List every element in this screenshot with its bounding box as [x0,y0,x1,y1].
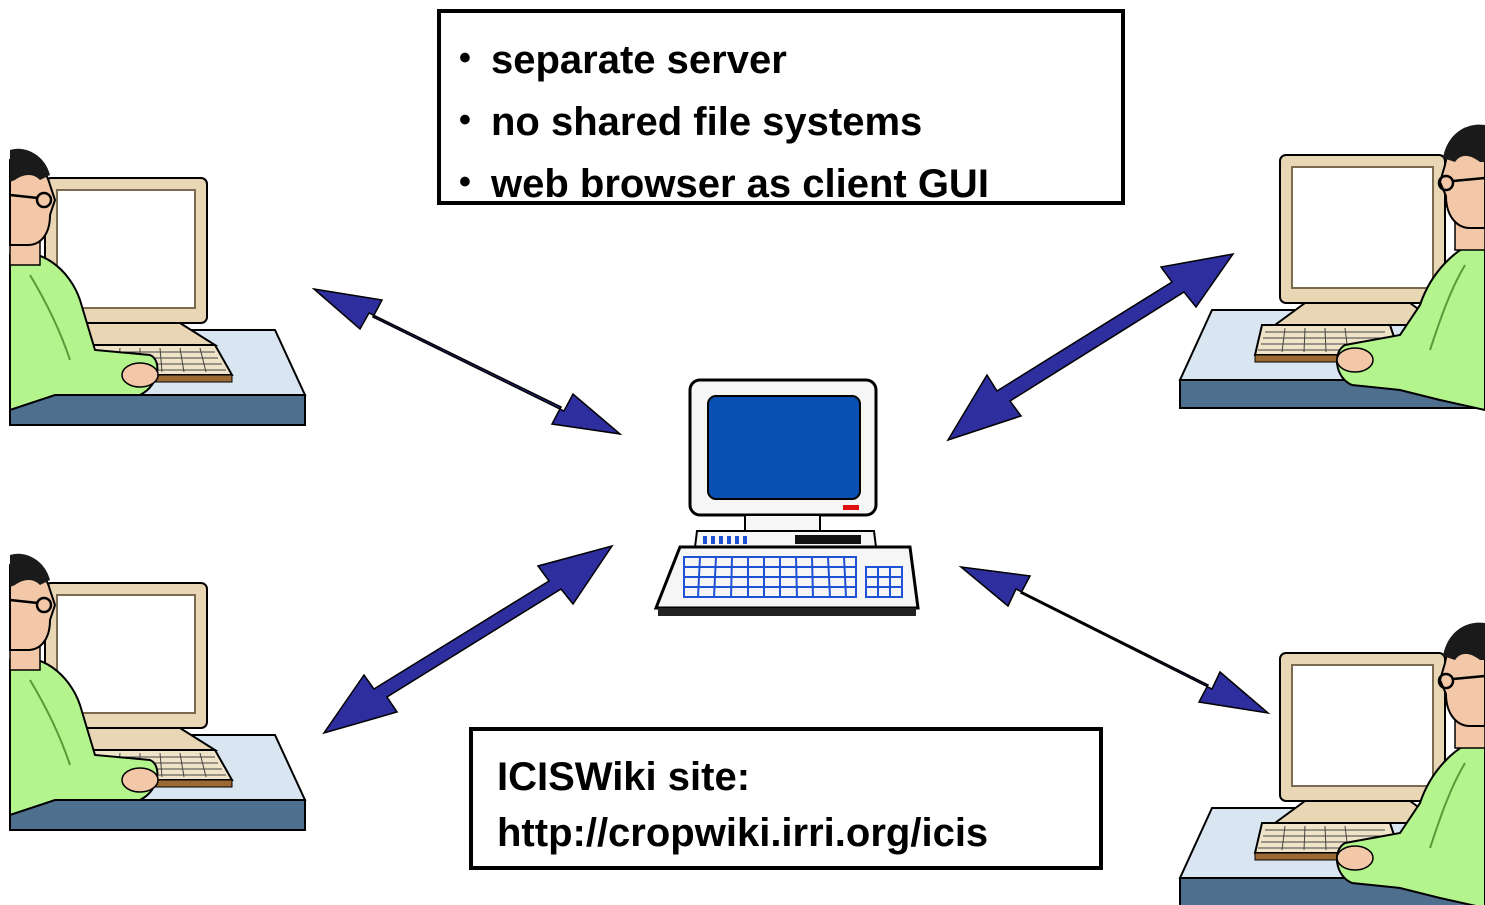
server-computer-icon [653,378,920,616]
bullet: • [459,101,471,139]
bullet: • [459,39,471,77]
site-url: http://cropwiki.irri.org/icis [497,811,989,855]
feature-text: separate server [491,38,787,82]
arrow-bottom-right [958,565,1271,715]
list-item: • separate server [459,27,1121,89]
features-box: • separate server • no shared file systems… [437,9,1125,206]
user-at-computer-icon [8,552,307,832]
client-bottom-left [8,552,307,832]
list-item: • web browser as client GUI [459,151,1121,213]
site-title: ICISWiki site: [497,755,751,799]
feature-text: no shared file systems [491,100,923,144]
bullet: • [459,163,471,201]
client-top-left [8,147,307,427]
arrow-bottom-left [322,544,614,735]
site-info-box: ICISWiki site: http://cropwiki.irri.org/… [469,727,1103,870]
arrow-top-right [946,252,1235,442]
client-bottom-right [1178,621,1485,905]
user-at-computer-icon [1178,123,1485,412]
user-at-computer-icon [8,147,307,427]
list-item: • no shared file systems [459,89,1121,151]
feature-text: web browser as client GUI [491,162,989,206]
features-list: • separate server • no shared file systems… [459,27,1121,213]
user-at-computer-icon [1178,621,1485,905]
arrow-top-left [311,287,623,436]
client-top-right [1178,123,1485,412]
